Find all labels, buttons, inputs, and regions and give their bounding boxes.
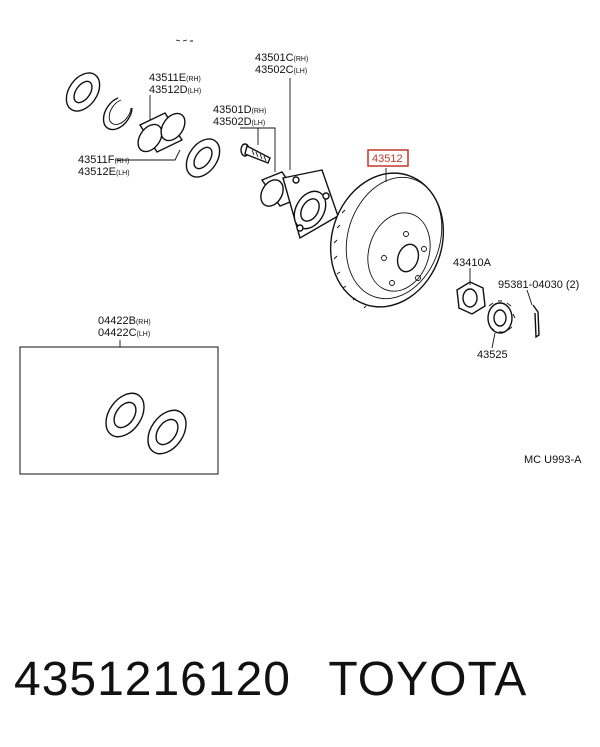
bearing-kit-part <box>105 392 187 455</box>
label-43511E: 43511E(RH) <box>149 72 201 84</box>
label-43410A: 43410A <box>453 257 492 269</box>
hub-bolt-part <box>240 143 271 164</box>
label-43525: 43525 <box>477 349 508 361</box>
brake-disc-part <box>329 172 445 309</box>
hub-nut-part <box>456 281 486 315</box>
label-95381: 95381-04030 (2) <box>498 279 579 291</box>
label-43512D: 43512D(LH) <box>149 84 201 96</box>
label-43502C: 43502C(LH) <box>255 64 307 76</box>
cotter-pin-part <box>532 304 540 339</box>
leader-lines <box>115 78 533 349</box>
snap-ring-part <box>102 97 133 131</box>
axle-hub-part <box>260 169 339 240</box>
inner-seal-part <box>185 138 221 178</box>
part-footer: 4351216120 TOYOTA <box>14 652 600 722</box>
exploded-parts-diagram: 43501C(RH) 43502C(LH) 43511E(RH) 43512D(… <box>19 39 582 475</box>
diagram-code: MC U993-A <box>524 454 582 466</box>
label-43511F: 43511F(RH) <box>78 154 129 166</box>
bearing-kit-box <box>19 346 219 475</box>
brand-name: TOYOTA <box>328 653 528 706</box>
bearing-part <box>137 112 186 153</box>
label-43501C: 43501C(RH) <box>255 52 308 64</box>
scan-mark <box>175 39 193 42</box>
nut-lock-cap-part <box>487 300 516 334</box>
part-number: 4351216120 <box>14 653 291 706</box>
label-43512E: 43512E(LH) <box>78 166 130 178</box>
label-04422B: 04422B(RH) <box>98 315 151 327</box>
oil-seal-part <box>65 72 101 112</box>
label-43512-highlighted: 43512 <box>372 153 403 165</box>
label-43501D: 43501D(RH) <box>213 104 266 116</box>
highlight-box <box>367 149 409 167</box>
label-43502D: 43502D(LH) <box>213 116 265 128</box>
label-04422C: 04422C(LH) <box>98 327 150 339</box>
